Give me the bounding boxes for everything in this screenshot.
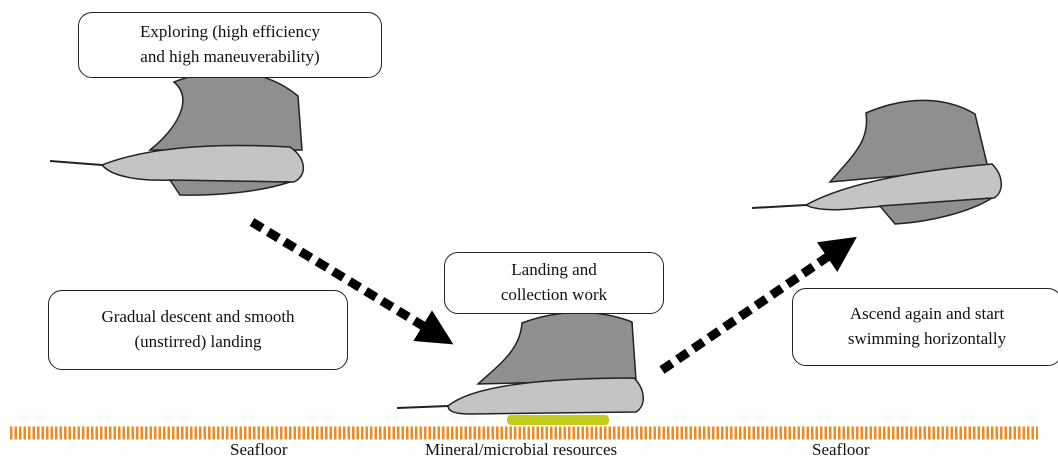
seafloor-label-right: Seafloor (812, 440, 870, 459)
ascend-caption: Ascend again and start swimming horizont… (792, 288, 1058, 366)
robot-exploring (49, 70, 304, 196)
descent-caption: Gradual descent and smooth (unstirred) l… (48, 290, 348, 370)
landing-caption: Landing and collection work (444, 252, 664, 314)
resource-patch (507, 415, 609, 425)
robot-tail-fin (878, 197, 993, 225)
descent-arrow (249, 218, 454, 345)
robot-body (447, 377, 644, 415)
resources-label: Mineral/microbial resources (425, 440, 618, 459)
robot-body (804, 163, 1002, 211)
robot-tail-fin (168, 179, 291, 196)
ascent-arrow (659, 236, 857, 374)
seafloor-label-left: Seafloor (230, 440, 288, 459)
robot-fin (476, 311, 637, 385)
robot-ascending (751, 99, 1002, 225)
robot-fin (147, 70, 303, 151)
robot-fin (828, 99, 989, 183)
robot-body (100, 144, 304, 183)
exploring-caption: Exploring (high efficiency and high mane… (78, 12, 382, 78)
